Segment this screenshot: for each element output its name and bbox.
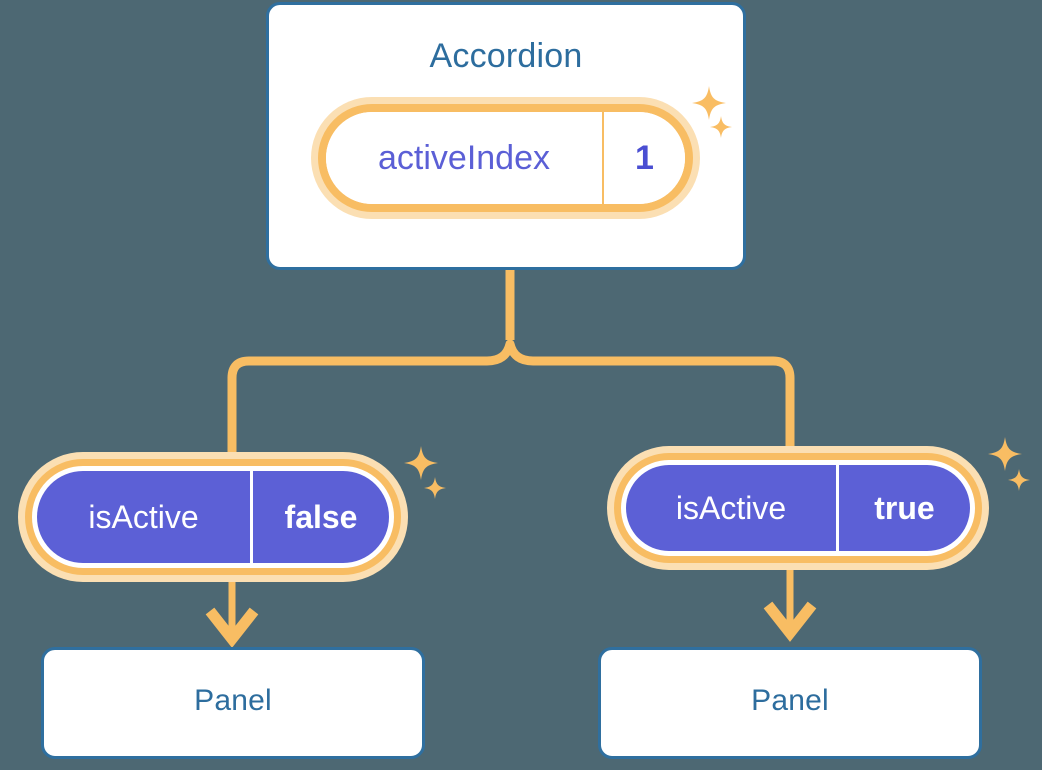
- prop-pill-value: false: [284, 498, 358, 535]
- state-pill-activeindex[interactable]: activeIndex 1: [311, 97, 700, 219]
- arrow-down-icon-right: [763, 570, 817, 642]
- prop-pill-isactive-true[interactable]: isActive true: [607, 446, 989, 570]
- state-pill-body: activeIndex 1: [326, 112, 685, 204]
- state-pill-key: activeIndex: [326, 112, 604, 204]
- connector-branches: [227, 339, 795, 470]
- component-card-panel-left[interactable]: Panel: [41, 647, 425, 759]
- state-pill-value: 1: [635, 138, 654, 177]
- prop-pill-body: isActive false: [37, 471, 389, 563]
- state-pill-ring: activeIndex 1: [318, 104, 693, 212]
- page-title: Accordion: [429, 37, 583, 75]
- prop-pill-body: isActive true: [626, 465, 970, 551]
- panel-title: Panel: [751, 684, 829, 717]
- panel-title: Panel: [194, 684, 272, 717]
- prop-pill-ring: isActive false: [25, 459, 401, 575]
- arrow-down-icon-left: [205, 582, 259, 648]
- component-card-panel-right[interactable]: Panel: [598, 647, 982, 759]
- prop-pill-isactive-false[interactable]: isActive false: [18, 452, 408, 582]
- prop-pill-key: isActive: [37, 471, 253, 563]
- prop-pill-key: isActive: [626, 465, 839, 551]
- prop-pill-ring: isActive true: [614, 453, 982, 563]
- prop-pill-value: true: [874, 489, 935, 526]
